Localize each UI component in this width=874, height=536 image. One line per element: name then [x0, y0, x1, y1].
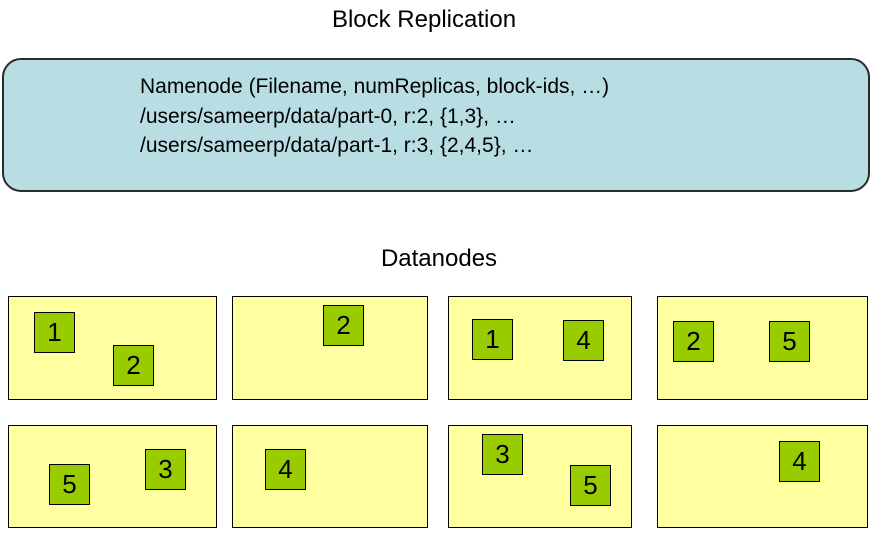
- block: 4: [265, 449, 306, 490]
- block-id-label: 3: [495, 439, 510, 469]
- block: 3: [482, 434, 523, 475]
- block: 1: [472, 319, 513, 360]
- block: 3: [145, 449, 186, 490]
- block: 2: [673, 321, 714, 362]
- block-id-label: 5: [62, 469, 77, 499]
- datanode-box: 4: [657, 425, 868, 528]
- block: 2: [323, 305, 364, 346]
- block: 5: [769, 321, 810, 362]
- block-id-label: 5: [782, 326, 797, 356]
- datanodes-heading: Datanodes: [380, 245, 498, 272]
- block-id-label: 2: [686, 326, 701, 356]
- namenode-box: Namenode (Filename, numReplicas, block-i…: [2, 58, 870, 192]
- block-id-label: 5: [583, 470, 598, 500]
- namenode-file-entry: /users/sameerp/data/part-1, r:3, {2,4,5}…: [140, 134, 534, 157]
- block-id-label: 4: [278, 454, 293, 484]
- block: 2: [113, 345, 154, 386]
- block: 4: [563, 320, 604, 361]
- block: 4: [779, 441, 820, 482]
- block-id-label: 2: [336, 310, 351, 340]
- namenode-text: Namenode (Filename, numReplicas, block-i…: [140, 72, 609, 161]
- block-id-label: 1: [485, 324, 500, 354]
- block: 5: [49, 464, 90, 505]
- namenode-header-line: Namenode (Filename, numReplicas, block-i…: [140, 75, 610, 98]
- datanode-box: 2: [232, 296, 428, 400]
- block-id-label: 1: [47, 317, 62, 347]
- namenode-file-entry: /users/sameerp/data/part-0, r:2, {1,3}, …: [140, 104, 516, 128]
- block: 5: [570, 465, 611, 506]
- block: 1: [34, 312, 75, 353]
- block-id-label: 4: [576, 325, 591, 355]
- block-id-label: 2: [126, 350, 141, 380]
- page-title: Block Replication: [331, 6, 517, 33]
- block-id-label: 4: [792, 446, 807, 476]
- datanode-box: 4: [232, 425, 428, 528]
- block-id-label: 3: [158, 454, 173, 484]
